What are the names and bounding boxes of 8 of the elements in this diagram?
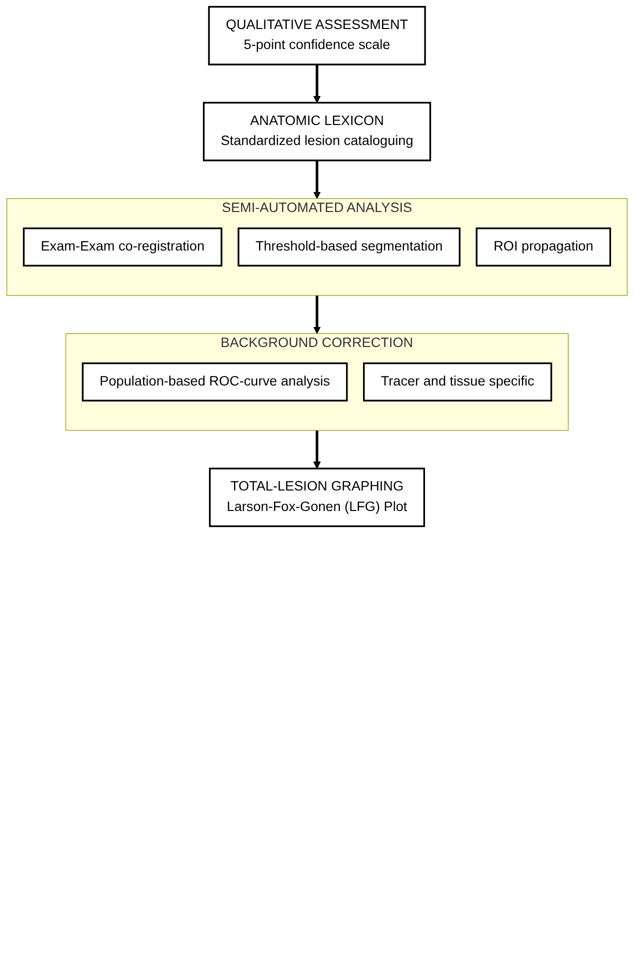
process-box: Population-based ROC-curve analysis [82,362,348,402]
process-box: Exam-Exam co-registration [22,227,222,267]
process-box: TOTAL-LESION GRAPHING Larson-Fox-Gonen (LFG) Plot [208,468,426,528]
process-box: ANATOMIC LEXICON Standardized lesion cataloguing [202,102,432,162]
process-box: ROI propagation [476,227,612,267]
process-box: Tracer and tissue specific [363,362,552,402]
process-box: QUALITATIVE ASSESSMENT 5-point confidence scale [208,6,426,66]
process-box: Threshold-based segmentation [238,227,460,267]
